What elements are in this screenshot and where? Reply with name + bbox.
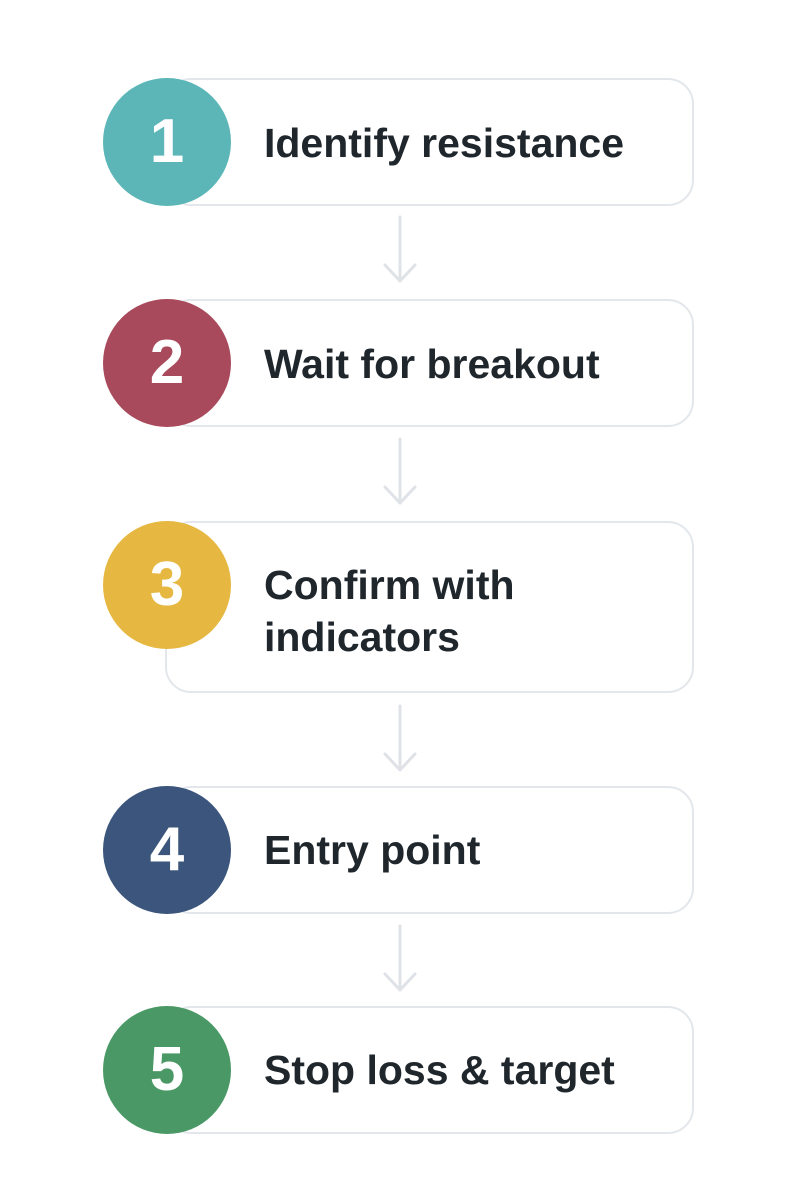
step-number-badge: 5 xyxy=(103,1006,231,1134)
step-1: 1 Identify resistance xyxy=(103,78,694,206)
step-card xyxy=(165,78,694,206)
step-label: Entry point xyxy=(264,827,481,873)
step-number-badge: 3 xyxy=(103,521,231,649)
step-number-badge: 1 xyxy=(103,78,231,206)
step-4: 4 Entry point xyxy=(103,786,694,914)
down-arrow-icon xyxy=(383,924,417,992)
step-number-badge: 2 xyxy=(103,299,231,427)
down-arrow-icon xyxy=(383,215,417,283)
step-label: Confirm with indicators xyxy=(264,562,515,660)
step-number: 5 xyxy=(149,1035,185,1104)
down-arrow-icon xyxy=(383,704,417,772)
step-card xyxy=(165,786,694,914)
step-number: 1 xyxy=(149,107,185,176)
step-label: Wait for breakout xyxy=(264,341,600,387)
step-card xyxy=(165,521,694,693)
step-number: 4 xyxy=(149,815,185,884)
down-arrow-icon xyxy=(383,437,417,505)
step-number: 2 xyxy=(149,328,185,397)
step-card xyxy=(165,1006,694,1134)
step-2: 2 Wait for breakout xyxy=(103,299,694,427)
step-5: 5 Stop loss & target xyxy=(103,1006,694,1134)
step-label: Stop loss & target xyxy=(264,1047,615,1093)
step-label: Identify resistance xyxy=(264,120,625,166)
step-3: 3 Confirm with indicators xyxy=(103,521,694,693)
step-number-badge: 4 xyxy=(103,786,231,914)
step-card xyxy=(165,299,694,427)
step-number: 3 xyxy=(149,550,185,619)
